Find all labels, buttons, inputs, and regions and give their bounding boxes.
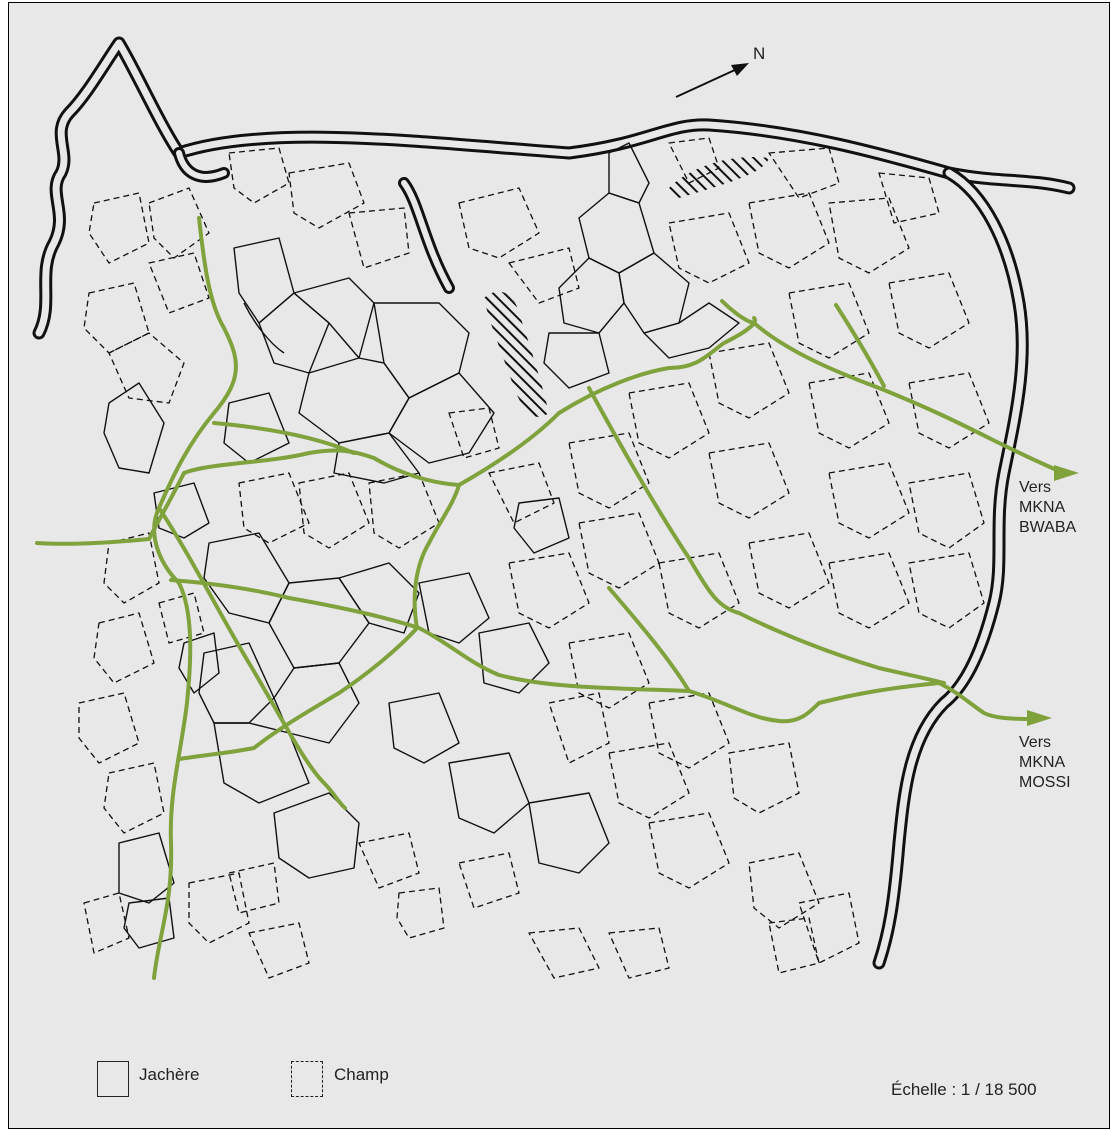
destination-east-line1: Vers [1019, 479, 1052, 496]
road-upper-link [212, 421, 356, 455]
destination-mkna-mossi: Vers MKNA MOSSI [1019, 733, 1071, 793]
road-northeast-branch [720, 299, 1061, 473]
river-tributary-middle [398, 177, 455, 294]
river-north [32, 36, 1076, 340]
road-central-south [177, 483, 461, 761]
destination-east-line2: MKNA [1019, 499, 1066, 516]
road-mid-west-east [169, 578, 1036, 724]
north-label: N [753, 44, 766, 63]
road-diagonal-southeast [587, 386, 946, 685]
arrow-to-mkna-mossi [1027, 710, 1052, 726]
hatched-zone-center [484, 291, 549, 417]
road-diagonal-southwest [157, 506, 347, 810]
destination-east-line3: BWABA [1019, 519, 1077, 536]
road-west-entry [35, 537, 151, 546]
north-arrow-icon [675, 63, 749, 98]
map-frame: N Vers MKNA BWABA Vers MKNA MOSSI Jachèr… [8, 2, 1110, 1129]
road-west-crossing [147, 448, 461, 541]
destination-southeast-line3: MOSSI [1019, 774, 1071, 791]
arrow-to-mkna-bwaba [1054, 465, 1079, 481]
fallow-plots [103, 142, 740, 949]
hatched-zone-north [669, 157, 769, 198]
legend-field-swatch [291, 1061, 323, 1097]
hatched-zones [484, 157, 769, 417]
legend-field-label: Champ [334, 1065, 389, 1084]
river-east [872, 166, 1029, 970]
village-land-map [32, 36, 1079, 980]
river-tributary-left [173, 147, 230, 183]
legend-fallow-label: Jachère [139, 1065, 200, 1084]
legend-fallow-swatch [97, 1061, 129, 1097]
destination-southeast-line1: Vers [1019, 734, 1052, 751]
rivers [32, 36, 1076, 970]
field-plots [78, 137, 990, 979]
destination-southeast-line2: MKNA [1019, 754, 1066, 771]
road-northeast-spur [834, 303, 886, 388]
destination-mkna-bwaba: Vers MKNA BWABA [1019, 478, 1076, 538]
road-north-south-west [152, 216, 238, 980]
scale-label: Échelle : 1 / 18 500 [891, 1080, 1037, 1099]
road-south-branch [607, 586, 691, 693]
road-central-east [457, 316, 757, 487]
roads [35, 216, 1061, 980]
